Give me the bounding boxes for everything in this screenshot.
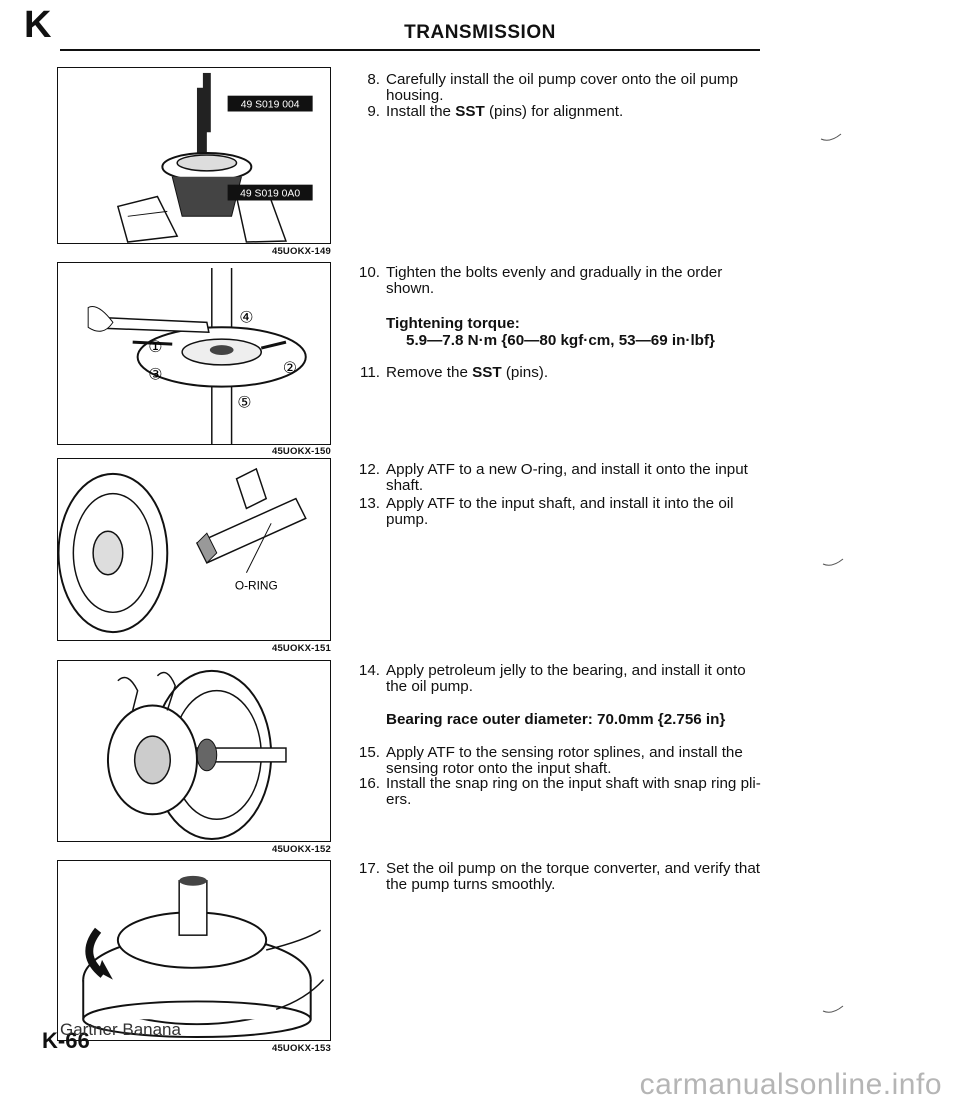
bearing-race-spec: Bearing race outer diameter: 70.0mm {2.7…: [386, 711, 726, 728]
step-11: 11. Remove the SST (pins).: [340, 365, 770, 381]
scan-mark: [822, 1005, 844, 1013]
figure-code: 45UOKX-153: [271, 1043, 331, 1054]
step-text: Apply petroleum jelly to the bearing, an…: [386, 662, 746, 695]
step-number: 16.: [358, 775, 380, 792]
figure-oil-pump-cover-sst: 49 S019 004 49 S019 0A0: [57, 67, 331, 244]
step-number: 12.: [358, 461, 380, 478]
torque-spec-label: Tightening torque:: [386, 315, 520, 332]
step-text-part: (pins).: [501, 364, 549, 381]
figure-oil-pump-torque-converter: [57, 860, 331, 1041]
step-12: 12. Apply ATF to a new O-ring, and insta…: [340, 462, 770, 494]
step-text: Install the SST (pins) for alignment.: [386, 104, 770, 120]
step-text-part: (pins) for alignment.: [484, 103, 624, 120]
step-8: 8. Carefully install the oil pump cover …: [340, 72, 770, 104]
sst-label-1: 49 S019 004: [241, 100, 300, 111]
figure-sensing-rotor: [57, 660, 331, 842]
sst-term: SST: [455, 103, 485, 120]
step-number: 13.: [358, 495, 380, 512]
step-15: 15. Apply ATF to the sensing rotor splin…: [340, 745, 770, 777]
figure-code: 45UOKX-150: [271, 446, 331, 457]
illustration-bolt-order: ④ ① ③ ② ⑤: [87, 267, 307, 444]
step-number: 15.: [358, 744, 380, 761]
sst-term: SST: [472, 364, 502, 381]
page-number: K-66: [42, 1028, 90, 1053]
figure-code: 45UOKX-151: [271, 643, 331, 654]
step-17: 17. Set the oil pump on the torque conve…: [340, 861, 770, 893]
scan-mark: [820, 133, 842, 141]
step-text: Install the snap ring on the input shaft…: [386, 775, 761, 808]
step-text: Tighten the bolts evenly and gradually i…: [386, 264, 723, 297]
step-number: 11.: [360, 364, 380, 381]
step-text: Apply ATF to the sensing rotor splines, …: [386, 744, 743, 777]
step-text: Apply ATF to a new O-ring, and install i…: [386, 461, 748, 494]
section-letter: K: [24, 4, 52, 46]
torque-spec-value: 5.9—7.8 N·m {60—80 kgf·cm, 53—69 in·lbf}: [406, 332, 715, 349]
figure-input-shaft-oring: O-RING: [57, 458, 331, 641]
site-watermark: carmanualsonline.info: [639, 1068, 942, 1101]
callout-3: ③: [148, 365, 162, 384]
owner-watermark: Gartner Banana: [60, 1020, 181, 1039]
step-13: 13. Apply ATF to the input shaft, and in…: [340, 496, 770, 528]
sst-label-2: 49 S019 0A0: [240, 189, 300, 200]
step-number: 14.: [358, 662, 380, 679]
figure-code: 45UOKX-152: [271, 844, 331, 855]
step-text: Apply ATF to the input shaft, and instal…: [386, 495, 734, 528]
step-number: 9.: [367, 103, 380, 120]
step-10: 10. Tighten the bolts evenly and gradual…: [340, 265, 770, 297]
figure-bolt-tightening-order: ④ ① ③ ② ⑤: [57, 262, 331, 445]
page-title: TRANSMISSION: [404, 22, 556, 43]
oring-label: O-RING: [235, 579, 278, 593]
illustration-input-shaft: O-RING: [58, 467, 307, 634]
scan-mark: [822, 558, 844, 566]
step-text-part: Remove the: [386, 364, 473, 381]
step-9: 9. Install the SST (pins) for alignment.: [340, 104, 770, 120]
figure-code: 45UOKX-149: [271, 246, 331, 257]
step-text: Set the oil pump on the torque converter…: [386, 860, 761, 893]
step-text-part: Install the: [386, 103, 456, 120]
callout-4: ④: [239, 307, 253, 326]
illustration-oil-pump-sst: 49 S019 004 49 S019 0A0: [116, 72, 313, 243]
step-text: Carefully install the oil pump cover ont…: [386, 71, 739, 104]
step-14: 14. Apply petroleum jelly to the bearing…: [340, 663, 770, 695]
step-number: 10.: [358, 264, 380, 281]
callout-2: ②: [283, 358, 297, 377]
step-number: 17.: [358, 860, 380, 877]
callout-1: ①: [148, 337, 162, 356]
step-number: 8.: [367, 71, 380, 88]
illustration-torque-converter: [82, 875, 325, 1039]
illustration-sensing-rotor: [106, 669, 287, 841]
callout-5: ⑤: [237, 392, 251, 411]
step-16: 16. Install the snap ring on the input s…: [340, 776, 770, 808]
step-text: Remove the SST (pins).: [386, 365, 770, 381]
header-rule: [60, 49, 760, 51]
